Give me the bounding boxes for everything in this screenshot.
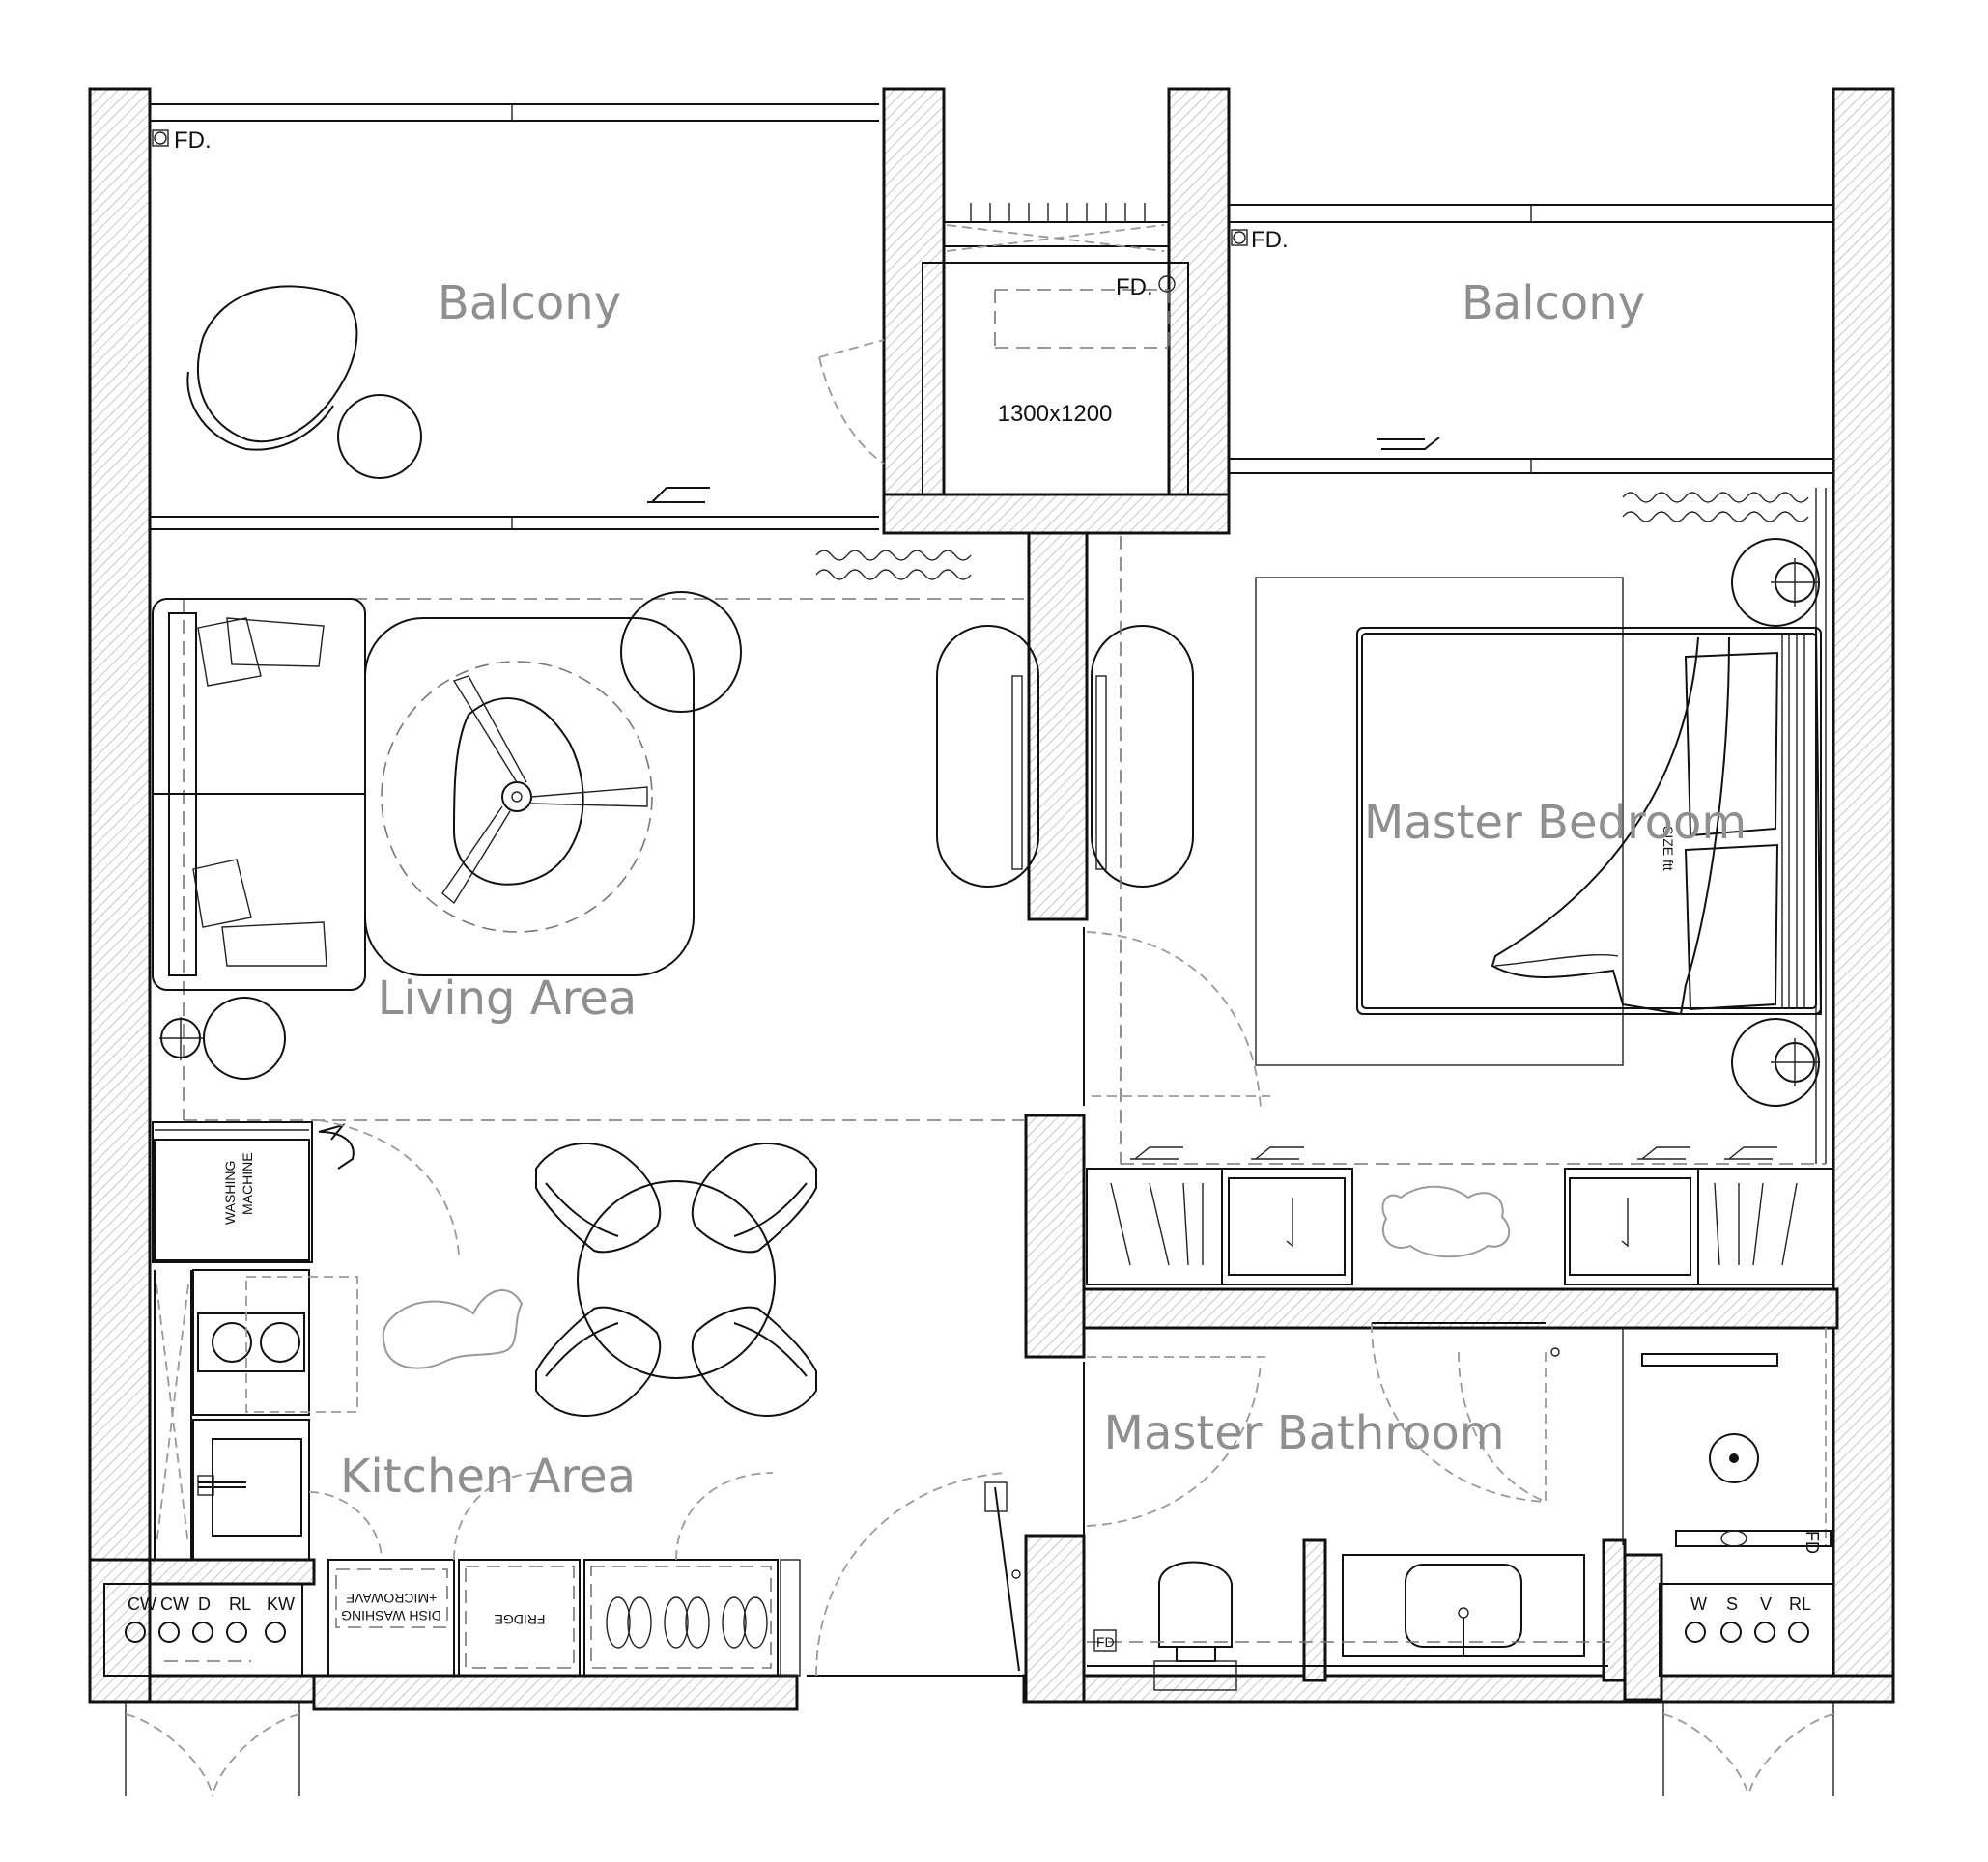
- svg-text:KW: KW: [267, 1594, 295, 1614]
- room-balcony-left: Balcony: [438, 276, 621, 330]
- cooktop-icon: [192, 1269, 358, 1416]
- shower-icon: FD: [1622, 1328, 1832, 1554]
- rug-icon: [364, 617, 695, 976]
- balcony-right: FD. Balcony: [1229, 204, 1833, 474]
- master-bedroom: SIZE ftt: [1083, 488, 1834, 1285]
- ceiling-fan-icon: [381, 661, 653, 933]
- svg-text:RL: RL: [229, 1594, 251, 1614]
- svg-text:CW: CW: [128, 1594, 156, 1614]
- room-master-bathroom: Master Bathroom: [1104, 1406, 1505, 1460]
- balcony-left: FD. Balcony: [150, 103, 879, 530]
- living-area: Living Area: [152, 550, 1194, 1121]
- floor-drain-label: FD.: [1116, 274, 1153, 300]
- room-living-area: Living Area: [378, 972, 637, 1026]
- lift-size-label: 1300x1200: [998, 401, 1113, 427]
- bed-icon: [1356, 627, 1823, 1016]
- bed-tag: SIZE ftt: [1661, 826, 1676, 871]
- svg-text:DISH WASHING+MICROWAVE: DISH WASHING+MICROWAVE: [341, 1591, 441, 1623]
- toilet-icon: [1153, 1561, 1237, 1691]
- dish-microwave-icon: DISH WASHING+MICROWAVE: [327, 1559, 455, 1677]
- entrance-door: [807, 1472, 1024, 1677]
- floor-drain-label: FD.: [1251, 227, 1289, 253]
- svg-text:W: W: [1690, 1594, 1707, 1614]
- nightstand-lamp-icon: [1731, 1018, 1820, 1107]
- wardrobe-icon: [1564, 1168, 1834, 1285]
- rug-icon: [1255, 577, 1624, 1066]
- fridge-icon: FRIDGE: [458, 1559, 581, 1677]
- nightstand-lamp-icon: [1731, 538, 1820, 627]
- floor-drain-label: FD.: [174, 127, 212, 154]
- vanity-sink-icon: [1342, 1554, 1585, 1657]
- sink-icon: [192, 1419, 310, 1561]
- shoe-cabinet-icon: [583, 1559, 779, 1677]
- room-master-bedroom: Master Bedroom: [1364, 796, 1747, 850]
- pouf-icon: [936, 625, 1039, 888]
- wardrobe-icon: [1086, 1168, 1353, 1285]
- floor-drain-label: FD: [1096, 1634, 1115, 1650]
- side-table-icon: [203, 997, 286, 1080]
- room-kitchen-area: Kitchen Area: [340, 1450, 636, 1504]
- dining-table-icon: [535, 1143, 817, 1417]
- svg-text:FRIDGE: FRIDGE: [495, 1612, 546, 1627]
- svg-text:V: V: [1760, 1594, 1772, 1614]
- svg-text:CW: CW: [160, 1594, 189, 1614]
- master-bathroom: FD FD Master Bathroom: [1083, 1322, 1832, 1691]
- svg-text:D: D: [198, 1594, 211, 1614]
- room-balcony-right: Balcony: [1462, 276, 1645, 330]
- svg-text:RL: RL: [1789, 1594, 1811, 1614]
- floor-drain-label: FD: [1803, 1531, 1822, 1554]
- utility-box-left: CW CW D RL KW: [103, 1583, 303, 1797]
- svg-text:S: S: [1726, 1594, 1738, 1614]
- side-table-icon: [337, 394, 422, 479]
- utility-box-right: W S V RL: [1659, 1583, 1834, 1797]
- lift-shaft: FD. 1300x1200: [818, 203, 1189, 495]
- lounge-chair-icon: [186, 285, 358, 451]
- side-table-icon: [620, 591, 742, 713]
- pouf-icon: [1091, 625, 1194, 888]
- sofa-icon: [152, 598, 366, 991]
